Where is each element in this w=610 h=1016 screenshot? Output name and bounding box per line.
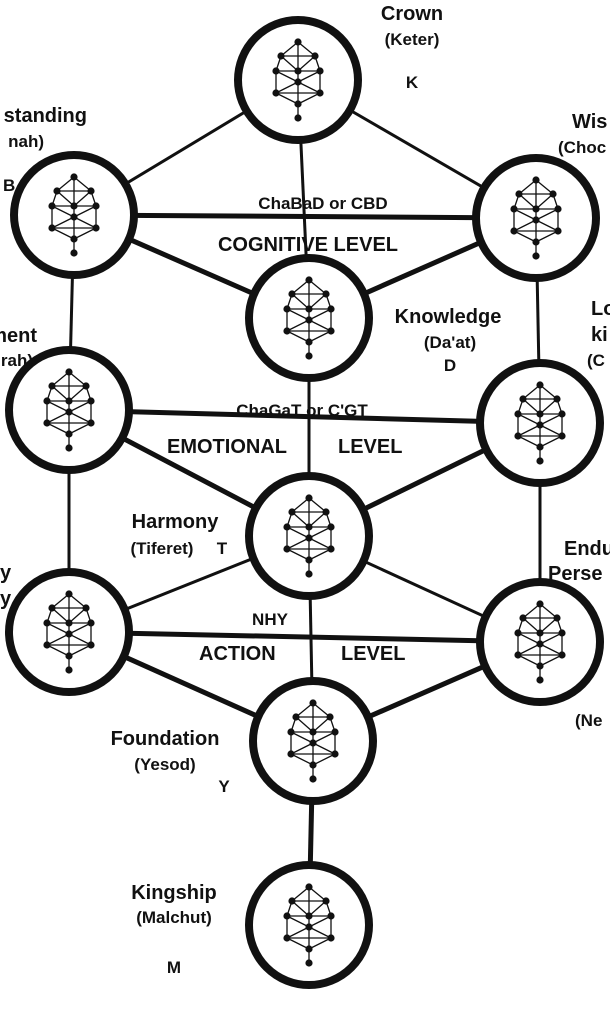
chabad-label: ChaBaD or CBD xyxy=(258,194,387,213)
crown-name: Crown xyxy=(381,3,443,25)
node-kingship xyxy=(245,861,373,989)
crown-hebrew: (Keter) xyxy=(385,30,440,49)
node-endurance xyxy=(476,578,604,706)
endurance-name: Endu xyxy=(564,538,610,560)
understanding-letter: B xyxy=(3,176,15,195)
node-crown xyxy=(234,16,362,144)
node-understanding xyxy=(10,151,138,279)
emotional-level-label: LEVEL xyxy=(338,436,402,458)
tree-of-life-icon xyxy=(283,494,335,578)
tree-of-life-icon xyxy=(283,883,335,967)
connector-splendor-endurance xyxy=(68,629,541,645)
endurance-hebrew: Perse xyxy=(548,563,603,585)
understanding-name: standing xyxy=(4,105,87,127)
lovingkindness-hebrew: (C xyxy=(587,351,605,370)
tree-of-life-icon xyxy=(272,38,324,122)
connector-judgement-lovingkindness xyxy=(68,407,541,426)
node-judgement xyxy=(5,346,133,474)
tree-of-life-icon xyxy=(514,600,566,684)
chagat-label: ChaGaT or C'GT xyxy=(236,401,368,420)
foundation-name: Foundation xyxy=(111,728,220,750)
node-wisdom xyxy=(472,154,600,282)
harmony-letter: T xyxy=(217,539,228,558)
splendor-name: y xyxy=(0,562,12,584)
emotional-label: EMOTIONAL xyxy=(167,436,287,458)
foundation-letter: Y xyxy=(218,777,230,796)
tree-of-life-icon xyxy=(287,699,339,783)
action-label: ACTION xyxy=(199,643,276,665)
knowledge-hebrew: (Da'at) xyxy=(424,333,476,352)
node-harmony xyxy=(245,472,373,600)
harmony-name: Harmony xyxy=(132,511,220,533)
judgement-hebrew: rah) xyxy=(1,351,33,370)
kingship-name: Kingship xyxy=(131,882,217,904)
connector-understanding-wisdom xyxy=(73,212,537,221)
cognitive-level-label: COGNITIVE LEVEL xyxy=(218,234,398,256)
harmony-hebrew: (Tiferet) xyxy=(131,539,194,558)
node-splendor xyxy=(5,568,133,696)
tree-of-life-icon xyxy=(514,381,566,465)
sefirot-nodes xyxy=(5,16,604,989)
understanding-hebrew: nah) xyxy=(8,132,44,151)
nhy-label: NHY xyxy=(252,610,289,629)
netzach-fragment: (Ne xyxy=(575,711,602,730)
knowledge-name: Knowledge xyxy=(395,306,502,328)
wisdom-name: Wis xyxy=(572,111,607,133)
text-labels: Crown (Keter) K standing nah) B Wis (Cho… xyxy=(0,3,610,977)
tree-of-life-icon xyxy=(48,173,100,257)
tree-of-life-icon xyxy=(43,590,95,674)
tree-of-life-icon xyxy=(510,176,562,260)
node-knowledge xyxy=(245,254,373,382)
lovingkindness-name-2: ki xyxy=(591,324,608,346)
node-foundation xyxy=(249,677,377,805)
crown-letter: K xyxy=(406,73,419,92)
foundation-hebrew: (Yesod) xyxy=(134,755,195,774)
tree-of-life-icon xyxy=(283,276,335,360)
tree-of-life-icon xyxy=(43,368,95,452)
knowledge-letter: D xyxy=(444,356,456,375)
wisdom-hebrew: (Choc xyxy=(558,138,606,157)
node-lovingkindness xyxy=(476,359,604,487)
kingship-letter: M xyxy=(167,958,181,977)
kingship-hebrew: (Malchut) xyxy=(136,908,212,927)
judgement-name: ment xyxy=(0,325,37,347)
action-level-label: LEVEL xyxy=(341,643,405,665)
lovingkindness-name: Lo xyxy=(591,298,610,320)
splendor-hebrew: y xyxy=(0,588,12,610)
